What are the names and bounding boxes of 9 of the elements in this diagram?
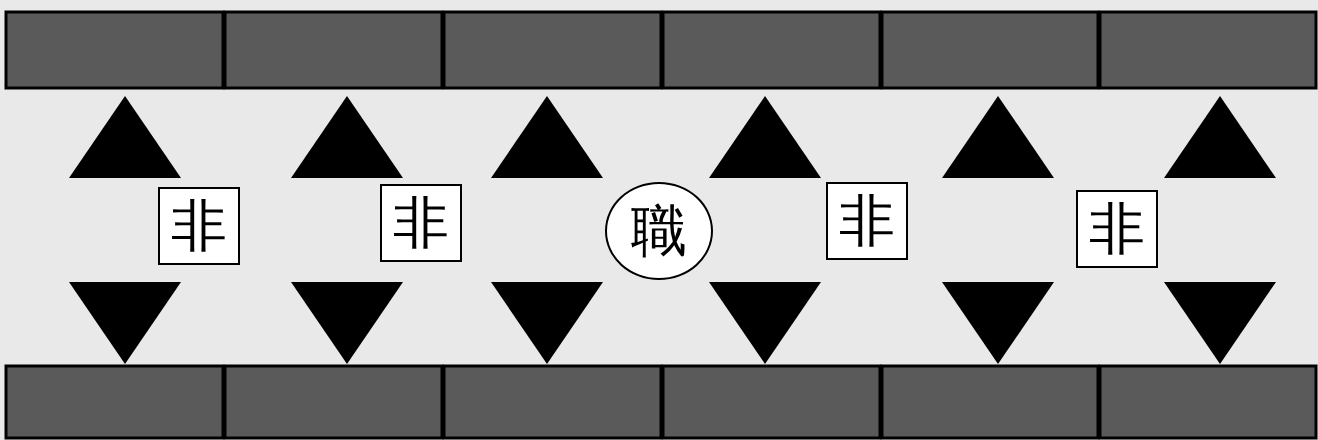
marker-box bbox=[158, 187, 240, 265]
seat-mark: 非 bbox=[839, 193, 895, 249]
marker-box bbox=[1076, 190, 1158, 268]
seat-mark: 職 bbox=[631, 203, 687, 259]
seat-mark: 非 bbox=[1089, 201, 1145, 257]
seat-mark: 非 bbox=[393, 195, 449, 251]
marker-box bbox=[826, 182, 908, 260]
seat-mark: 非 bbox=[171, 198, 227, 254]
marker-box bbox=[380, 184, 462, 262]
